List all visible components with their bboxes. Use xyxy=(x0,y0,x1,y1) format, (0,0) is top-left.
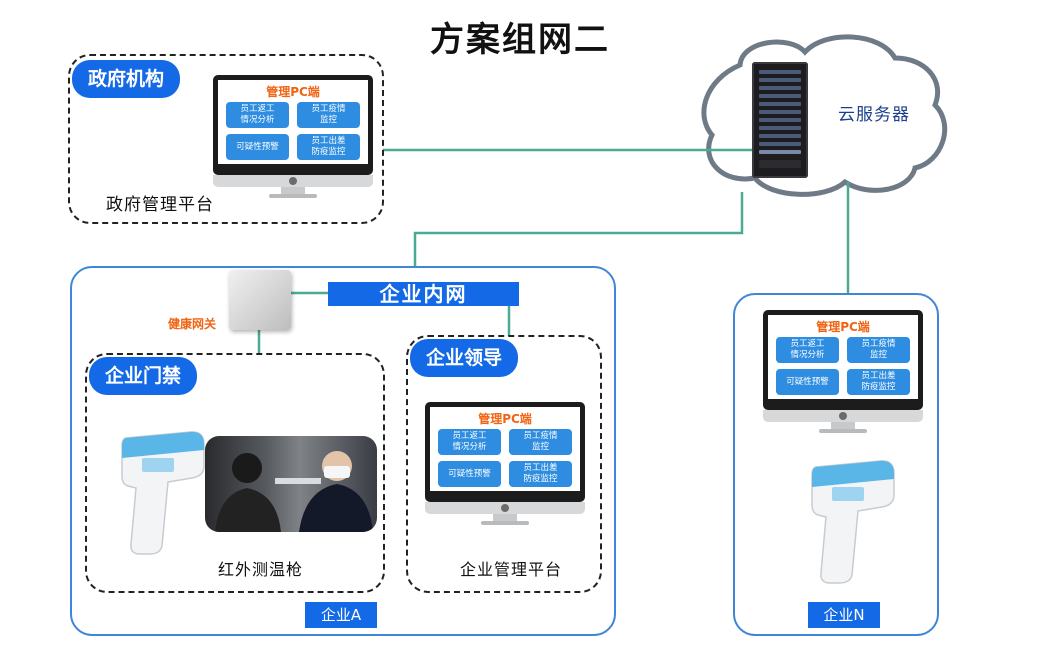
tile-suspect-alert: 可疑性预警 xyxy=(226,134,289,160)
temperature-check-photo xyxy=(205,436,377,532)
leader-platform-label: 企业管理平台 xyxy=(460,560,563,579)
government-platform-label: 政府管理平台 xyxy=(106,195,214,215)
tile-travel-monitor: 员工出差 防疫监控 xyxy=(847,369,910,395)
enterprise-a-label: 企业A xyxy=(305,602,377,628)
tile-suspect-alert: 可疑性预警 xyxy=(438,461,501,487)
infrared-thermometer-icon xyxy=(811,460,895,584)
screen-title: 管理PC端 xyxy=(478,412,532,426)
tile-travel-monitor: 员工出差 防疫监控 xyxy=(509,461,572,487)
tile-epidemic-monitor: 员工疫情 监控 xyxy=(297,102,360,128)
screen-title: 管理PC端 xyxy=(816,320,870,334)
enterprise-n-label: 企业N xyxy=(808,602,880,628)
tile-return-analysis: 员工返工 情况分析 xyxy=(776,337,839,363)
tile-epidemic-monitor: 员工疫情 监控 xyxy=(847,337,910,363)
tile-epidemic-monitor: 员工疫情 监控 xyxy=(509,429,572,455)
access-control-badge: 企业门禁 xyxy=(89,357,198,395)
leader-badge: 企业领导 xyxy=(410,339,519,377)
health-gateway-icon xyxy=(229,270,291,330)
access-control-panel xyxy=(85,353,385,593)
gateway-label: 健康网关 xyxy=(168,317,217,331)
enterprise-a-panel xyxy=(70,266,616,636)
monitor-icon: 管理PC端 员工返工 情况分析 员工疫情 监控 可疑性预警 员工出差 防疫监控 xyxy=(763,310,923,434)
intranet-bar: 企业内网 xyxy=(328,282,519,306)
wire-cloud-enterprise-a xyxy=(413,192,744,266)
monitor-screen: 管理PC端 员工返工 情况分析 员工疫情 监控 可疑性预警 员工出差 防疫监控 xyxy=(430,407,580,491)
government-panel xyxy=(68,54,384,224)
tile-return-analysis: 员工返工 情况分析 xyxy=(226,102,289,128)
monitor-screen: 管理PC端 员工返工 情况分析 员工疫情 监控 可疑性预警 员工出差 防疫监控 xyxy=(218,80,368,164)
tile-travel-monitor: 员工出差 防疫监控 xyxy=(297,134,360,160)
monitor-screen: 管理PC端 员工返工 情况分析 员工疫情 监控 可疑性预警 员工出差 防疫监控 xyxy=(768,315,918,399)
enterprise-n-panel xyxy=(733,293,939,636)
monitor-icon: 管理PC端 员工返工 情况分析 员工疫情 监控 可疑性预警 员工出差 防疫监控 xyxy=(213,75,373,199)
tile-return-analysis: 员工返工 情况分析 xyxy=(438,429,501,455)
government-badge: 政府机构 xyxy=(72,60,181,98)
infrared-thermometer-icon xyxy=(121,431,205,555)
thermometer-caption: 红外测温枪 xyxy=(218,560,304,579)
leader-panel xyxy=(406,335,602,593)
screen-title: 管理PC端 xyxy=(266,85,320,99)
tile-suspect-alert: 可疑性预警 xyxy=(776,369,839,395)
diagram-title: 方案组网二 xyxy=(430,20,610,60)
server-rack-icon xyxy=(752,62,808,178)
monitor-icon: 管理PC端 员工返工 情况分析 员工疫情 监控 可疑性预警 员工出差 防疫监控 xyxy=(425,402,585,526)
cloud-server-label: 云服务器 xyxy=(838,105,910,125)
